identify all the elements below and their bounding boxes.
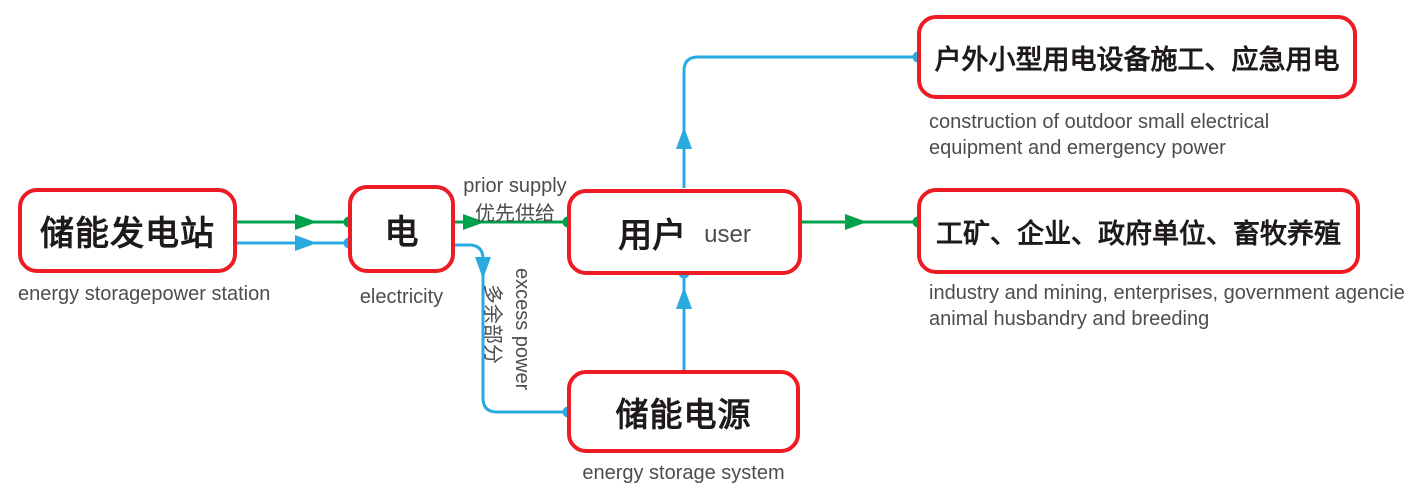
caption-electricity: electricity (359, 286, 444, 308)
edge-user-to-outdoor (676, 51, 924, 188)
arrowhead-right-icon (845, 214, 867, 230)
arrowhead-up-icon (676, 127, 692, 149)
caption-line: industry and mining, enterprises, govern… (929, 282, 1405, 304)
node-electricity: 电 (348, 185, 455, 273)
node-label: 电 (384, 213, 419, 252)
arrowhead-right-icon (295, 235, 317, 251)
edge-station-to-electricity-blue (237, 235, 355, 251)
node-energy-storage-power-station: 储能发电站 (18, 188, 237, 273)
node-caption-inline: user (704, 221, 751, 248)
edge-label-prior-supply-en: prior supply (463, 175, 567, 197)
caption-outdoor: construction of outdoor small electrical… (929, 109, 1269, 161)
caption-storage: energy storage system (582, 462, 785, 484)
edge-station-to-electricity-green (237, 214, 355, 230)
node-energy-storage-system: 储能电源 (567, 370, 800, 453)
edge-storage-to-user (676, 267, 692, 371)
edge-user-to-industry (802, 214, 924, 230)
edge-label-excess-power-en: excess power (511, 268, 533, 391)
node-outdoor-equipment: 户外小型用电设备施工、应急用电 (917, 15, 1357, 99)
node-label: 储能发电站 (40, 215, 215, 253)
caption-station: energy storagepower station (18, 283, 271, 305)
caption-line: equipment and emergency power (929, 137, 1226, 159)
edge-label-excess-power-zh: 多余部分 (481, 284, 503, 364)
node-industry-users: 工矿、企业、政府单位、畜牧养殖 (917, 188, 1360, 274)
caption-industry: industry and mining, enterprises, govern… (929, 280, 1405, 332)
node-label: 储能电源 (615, 395, 752, 433)
edge-label-prior-supply-zh: 优先供给 (475, 203, 555, 225)
arrowhead-up-icon (676, 287, 692, 309)
node-user: 用户 user (567, 189, 802, 275)
node-label: 用户 (618, 216, 687, 255)
arrowhead-right-icon (295, 214, 317, 230)
node-label: 户外小型用电设备施工、应急用电 (934, 44, 1340, 75)
node-label: 工矿、企业、政府单位、畜牧养殖 (936, 218, 1341, 249)
arrowhead-down-icon (475, 257, 491, 279)
caption-line: animal husbandry and breeding (929, 308, 1210, 330)
caption-line: construction of outdoor small electrical (929, 111, 1270, 133)
